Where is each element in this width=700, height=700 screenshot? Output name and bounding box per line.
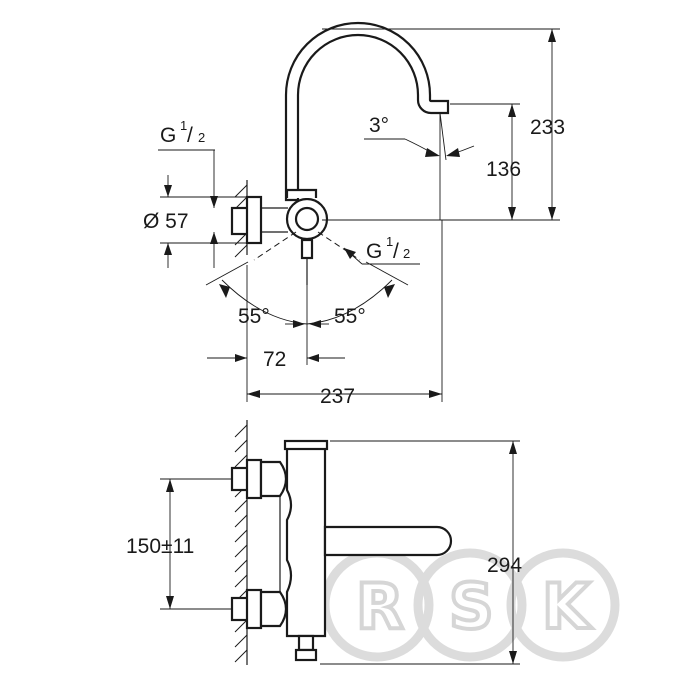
svg-text:/: / bbox=[393, 240, 399, 263]
dim-thread-top-main: G bbox=[160, 124, 176, 147]
dim-thread-top-den: 2 bbox=[198, 130, 205, 145]
dim-angle-right: 55° bbox=[334, 305, 366, 328]
wall-hatch-front bbox=[234, 424, 248, 663]
dim-thread-top-num: 1 bbox=[180, 118, 187, 133]
dim-thread-side-den: 2 bbox=[403, 246, 410, 261]
dim-diameter: Ø 57 bbox=[143, 210, 189, 233]
dim-offset: 72 bbox=[263, 348, 286, 371]
watermark-letter-k: K bbox=[542, 570, 592, 643]
svg-text:/: / bbox=[187, 124, 193, 147]
dim-angle-left: 55° bbox=[238, 305, 270, 328]
dim-height-total: 233 bbox=[530, 116, 565, 139]
dim-height-front: 294 bbox=[487, 554, 522, 577]
dim-projection: 237 bbox=[320, 385, 355, 408]
dim-centers: 150±11 bbox=[126, 535, 194, 558]
dim-height-spout: 136 bbox=[486, 158, 521, 181]
top-view: 233 136 3° G 1 / 2 Ø 57 bbox=[143, 21, 565, 408]
dim-thread-side-main: G bbox=[366, 240, 382, 263]
watermark-rsk: R S K bbox=[320, 548, 620, 662]
watermark-letter-r: R bbox=[356, 570, 404, 643]
dim-angle-spout: 3° bbox=[369, 114, 389, 137]
dim-thread-side-num: 1 bbox=[386, 234, 393, 249]
front-view: 150±11 294 bbox=[126, 420, 522, 665]
watermark-letter-s: S bbox=[449, 570, 494, 643]
